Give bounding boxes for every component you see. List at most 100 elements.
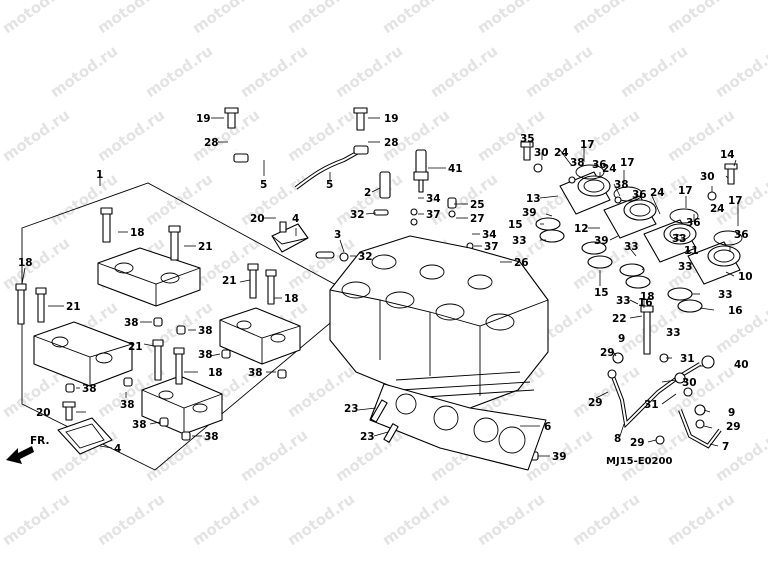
callout-33: 33 bbox=[678, 261, 693, 273]
watermark-text: motod.ru bbox=[379, 0, 453, 37]
callout-38: 38 bbox=[198, 325, 213, 337]
callout-33: 33 bbox=[666, 327, 681, 339]
insulator-gaskets bbox=[535, 217, 703, 313]
camshaft-holder-lower-left bbox=[33, 321, 133, 387]
callout-9: 9 bbox=[728, 407, 735, 419]
callout-labels: 1 18 21 18 21 21 18 38 38 21 38 18 38 38… bbox=[18, 113, 753, 463]
callout-30: 30 bbox=[700, 171, 715, 183]
callout-12: 12 bbox=[574, 223, 589, 235]
callout-36: 36 bbox=[592, 159, 607, 171]
callout-34: 34 bbox=[482, 229, 497, 241]
callout-23: 23 bbox=[344, 403, 359, 415]
camshaft-holder-frame bbox=[21, 182, 361, 471]
callout-24: 24 bbox=[710, 203, 725, 215]
callout-18: 18 bbox=[18, 257, 33, 269]
watermark-text: motod.ru bbox=[0, 106, 73, 165]
callout-18: 18 bbox=[130, 227, 145, 239]
watermark-text: motod.ru bbox=[569, 490, 643, 549]
callout-2: 2 bbox=[364, 187, 371, 199]
callout-33: 33 bbox=[616, 295, 631, 307]
watermark-text: motod.ru bbox=[664, 0, 738, 37]
watermark-text: motod.ru bbox=[94, 106, 168, 165]
camshaft-holder-upper bbox=[97, 247, 201, 307]
callout-33: 33 bbox=[512, 235, 527, 247]
callout-38: 38 bbox=[124, 317, 139, 329]
watermark-text: motod.ru bbox=[189, 0, 263, 37]
callout-18: 18 bbox=[208, 367, 223, 379]
callout-18: 18 bbox=[284, 293, 299, 305]
callout-40: 40 bbox=[734, 359, 749, 371]
callout-13: 13 bbox=[526, 193, 541, 205]
callout-8: 8 bbox=[614, 433, 621, 445]
callout-38: 38 bbox=[132, 419, 147, 431]
watermark-text: motod.ru bbox=[47, 42, 121, 101]
callout-32: 32 bbox=[358, 251, 373, 263]
callout-15: 15 bbox=[594, 287, 609, 299]
watermark-text: motod.ru bbox=[237, 42, 311, 101]
cylinder-head bbox=[329, 235, 549, 409]
callout-37: 37 bbox=[426, 209, 441, 221]
callout-16: 16 bbox=[638, 297, 653, 309]
watermark-text: motod.ru bbox=[189, 490, 263, 549]
watermark-text: motod.ru bbox=[427, 42, 501, 101]
watermark-text: motod.ru bbox=[284, 0, 358, 37]
watermark-text: motod.ru bbox=[284, 490, 358, 549]
watermark-text: motod.ru bbox=[0, 0, 73, 37]
callout-32: 32 bbox=[350, 209, 365, 221]
watermark-text: motod.ru bbox=[712, 426, 768, 485]
callout-20: 20 bbox=[250, 213, 265, 225]
studs bbox=[370, 399, 399, 443]
watermark-text: motod.ru bbox=[94, 0, 168, 37]
callout-26: 26 bbox=[514, 257, 529, 269]
callout-39: 39 bbox=[522, 207, 537, 219]
drawing-code: MJ15-E0200 bbox=[606, 456, 672, 467]
callout-21: 21 bbox=[198, 241, 213, 253]
callout-18: 18 bbox=[640, 291, 655, 303]
callout-36: 36 bbox=[686, 217, 701, 229]
camshaft-holder-middle bbox=[219, 307, 301, 365]
breather-pipe-left bbox=[224, 107, 319, 163]
callout-23: 23 bbox=[360, 431, 375, 443]
callout-30: 30 bbox=[682, 377, 697, 389]
callout-36: 36 bbox=[734, 229, 749, 241]
callout-28: 28 bbox=[204, 137, 219, 149]
callout-6: 6 bbox=[544, 421, 551, 433]
callout-19: 19 bbox=[196, 113, 211, 125]
watermark-text: motod.ru bbox=[569, 0, 643, 37]
callout-15: 15 bbox=[508, 219, 523, 231]
watermark-text: motod.ru bbox=[617, 42, 691, 101]
holder-bolts bbox=[15, 207, 277, 385]
callout-41: 41 bbox=[448, 163, 463, 175]
watermark-text: motod.ru bbox=[237, 426, 311, 485]
watermark-text: motod.ru bbox=[522, 42, 596, 101]
callout-31: 31 bbox=[644, 399, 659, 411]
callout-25: 25 bbox=[470, 199, 485, 211]
callout-10: 10 bbox=[738, 271, 753, 283]
callout-39: 39 bbox=[552, 451, 567, 463]
callout-21: 21 bbox=[222, 275, 237, 287]
callout-38: 38 bbox=[120, 399, 135, 411]
spark-plug-adapter bbox=[379, 171, 391, 199]
callout-20: 20 bbox=[36, 407, 51, 419]
cylinder-head-gasket bbox=[369, 383, 547, 471]
watermark-text: motod.ru bbox=[474, 490, 548, 549]
callout-38: 38 bbox=[248, 367, 263, 379]
insulator-screws bbox=[520, 141, 738, 204]
watermark-text: motod.ru bbox=[379, 490, 453, 549]
insulator-bands bbox=[575, 164, 743, 246]
watermark-text: motod.ru bbox=[0, 234, 73, 293]
callout-21: 21 bbox=[128, 341, 143, 353]
watermark-text: motod.ru bbox=[664, 490, 738, 549]
callout-29: 29 bbox=[588, 397, 603, 409]
watermark-text: motod.ru bbox=[94, 490, 168, 549]
watermark-text: motod.ru bbox=[0, 490, 73, 549]
callout-7: 7 bbox=[722, 441, 729, 453]
callout-38: 38 bbox=[82, 383, 97, 395]
callout-14: 14 bbox=[720, 149, 735, 161]
watermark-text: motod.ru bbox=[332, 170, 406, 229]
callout-17: 17 bbox=[620, 157, 635, 169]
callout-38: 38 bbox=[614, 179, 629, 191]
callout-33: 33 bbox=[718, 289, 733, 301]
callout-4: 4 bbox=[114, 443, 121, 455]
